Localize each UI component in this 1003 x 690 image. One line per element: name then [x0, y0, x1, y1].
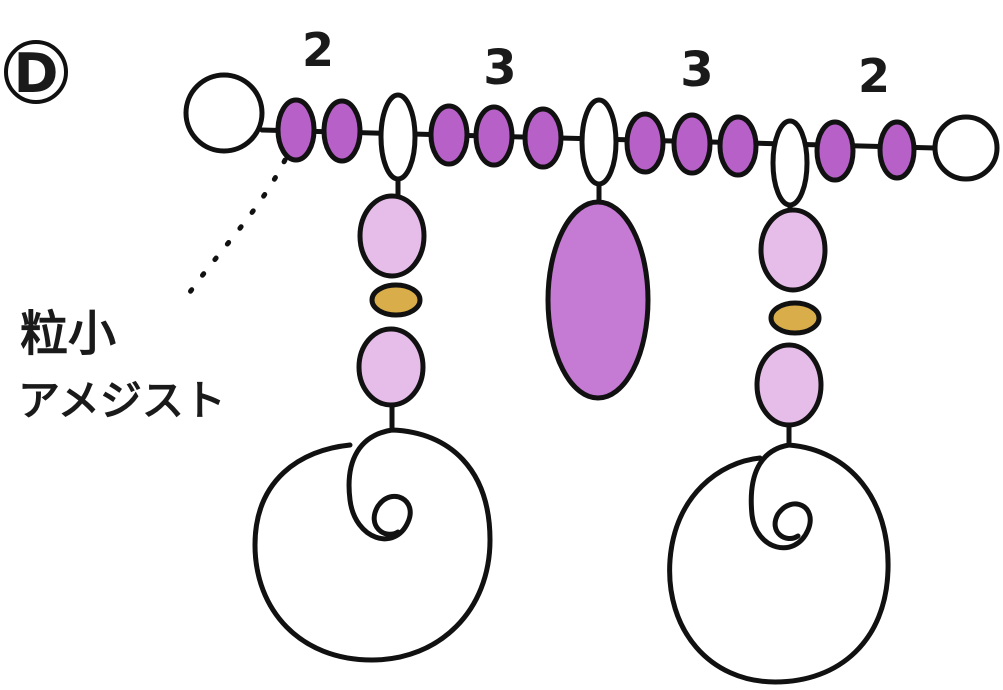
center-dangle: [545, 181, 651, 401]
left-end-ring: [183, 72, 265, 154]
annotation-line-2: アメジスト: [18, 376, 226, 425]
small-amethyst-bead: [717, 114, 759, 178]
step-marker: D: [4, 40, 68, 105]
small-amethyst-bead: [428, 103, 470, 167]
small-amethyst-bead: [321, 98, 363, 164]
small-amethyst-bead: [275, 97, 317, 163]
right-dangle: [667, 202, 891, 685]
left-dangle: [252, 176, 493, 663]
small-amethyst-bead: [624, 111, 666, 175]
bead-count-label-2: 3: [483, 40, 516, 96]
left-wire-spiral: [252, 402, 493, 663]
clear-spacer-bead: [378, 92, 418, 182]
clear-spacer-bead: [770, 118, 810, 208]
small-amethyst-bead: [671, 112, 713, 176]
round-amethyst-bead: [356, 326, 426, 408]
gold-rondelle-bead: [369, 282, 423, 318]
annotation-label: 粒小 アメジスト: [18, 306, 226, 425]
bead-count-label-4: 2: [858, 49, 890, 103]
annotation-line-1: 粒小: [20, 306, 116, 362]
step-marker-circle: [4, 40, 68, 104]
annotation-pointer-dots: [187, 157, 288, 295]
bead-count-label-1: 2: [302, 23, 334, 77]
right-wire-spiral: [667, 422, 891, 685]
large-amethyst-drop: [545, 199, 651, 401]
round-amethyst-bead: [758, 207, 828, 293]
bead-count-label-3: 3: [680, 42, 713, 98]
small-amethyst-bead: [522, 106, 564, 170]
step-marker-label: D: [14, 42, 59, 105]
small-amethyst-bead: [877, 119, 917, 181]
gold-rondelle-bead: [768, 300, 822, 336]
round-amethyst-bead: [357, 193, 427, 279]
round-amethyst-bead: [754, 342, 824, 428]
right-end-ring: [932, 114, 1000, 182]
small-amethyst-bead: [473, 104, 515, 168]
clear-spacer-bead: [579, 97, 619, 187]
small-amethyst-bead: [814, 119, 856, 183]
